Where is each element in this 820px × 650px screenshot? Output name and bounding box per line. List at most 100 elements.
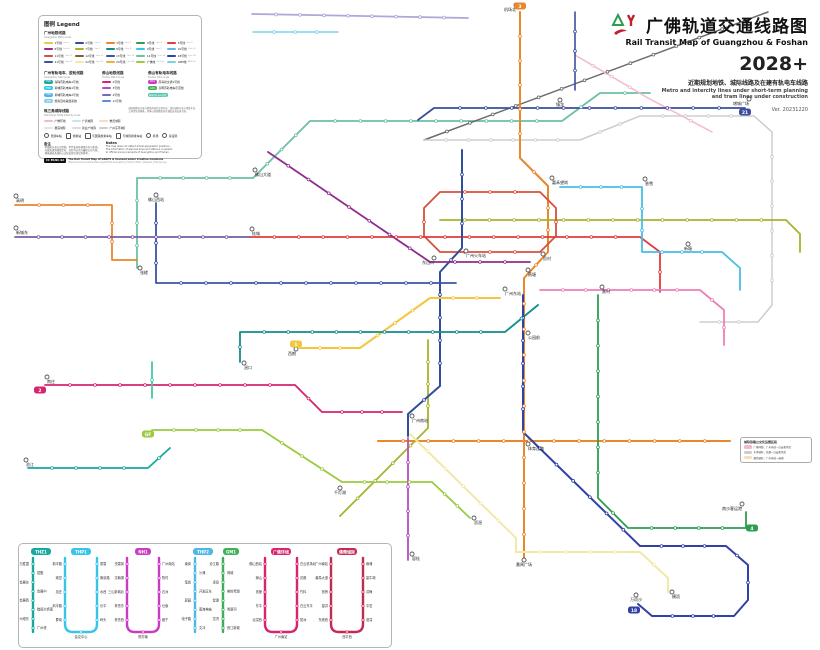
- legend-line-label-en: Line 14: [157, 54, 165, 57]
- station-dot: [408, 119, 413, 123]
- station-label: 万顷沙: [630, 596, 642, 602]
- legend-line-swatch: THP1: [44, 86, 53, 91]
- station-dot: [135, 243, 139, 248]
- station-dot: [154, 241, 158, 245]
- strip-station-dot: [263, 576, 267, 580]
- license-url[interactable]: https://commons.wikimedia.org/wiki/File:…: [68, 160, 167, 164]
- page-title: 广佛轨道交通线路图: [646, 17, 808, 37]
- strip-station-label: 东平: [256, 603, 263, 608]
- station-label: 增城广场: [733, 100, 749, 106]
- legend-entry: 广佛环线: [44, 118, 70, 125]
- station-label: 新塘: [684, 245, 692, 251]
- legend-line-swatch: [102, 80, 111, 83]
- station-dot: [635, 218, 640, 222]
- station-dot: [346, 13, 350, 18]
- strip-station-label: 夏园: [185, 598, 191, 603]
- legend-entry: 穗深城际: [44, 125, 70, 132]
- strip-line-u: [63, 556, 99, 634]
- station-dot: [611, 511, 615, 515]
- legend-title: 图例 Legend: [44, 22, 80, 28]
- strip-line-badge-label: 佛莞城际: [338, 549, 355, 555]
- station-dot: [516, 235, 520, 239]
- station-symbol-icon: [115, 133, 122, 139]
- legend-line-label-en: Line 21: [65, 61, 73, 64]
- station-dot: [36, 235, 41, 239]
- note-line-en: The information of planned lines and sta…: [105, 148, 173, 152]
- legend-section-title: 佛山有轨电车线路: [148, 70, 177, 75]
- station-dot: [74, 466, 78, 470]
- station-dot: [561, 218, 566, 222]
- strip-station-label: 万胜围: [19, 561, 29, 566]
- station-dot: [596, 445, 600, 450]
- note-line: ·本图按示意方式绘制，不代表实际地理方位与距离。: [44, 146, 100, 149]
- interchange-station-marker: [525, 330, 531, 336]
- station-dot: [588, 495, 592, 499]
- legend-section-subtitle: Guangzhou Metro Lines: [44, 35, 72, 39]
- station-dot: [430, 330, 435, 334]
- strip-station-label: 林岳西: [114, 617, 124, 622]
- station-dot: [394, 235, 399, 239]
- interchange-station-marker: [337, 485, 343, 491]
- station-dot: [522, 532, 526, 537]
- strip-line-badge: [135, 548, 151, 555]
- strip-station-dot: [125, 618, 129, 622]
- station-dot: [61, 203, 66, 207]
- legend-section-title: 珠三角城际线路: [44, 109, 70, 113]
- strip-station-dot: [31, 589, 35, 593]
- legend-line-swatch: [74, 48, 84, 51]
- legend-line-label: 10号线: [177, 47, 187, 52]
- strip-station-label: 花都: [300, 575, 307, 580]
- strip-station-label: 文翰湖: [114, 575, 124, 580]
- station-dot: [522, 378, 526, 383]
- station-dot: [154, 221, 158, 225]
- station-dot: [358, 119, 363, 123]
- station-dot: [85, 203, 90, 207]
- station-dot: [479, 330, 483, 334]
- strip-station-label: 岭头: [100, 617, 107, 622]
- strip-station-label: 富湾: [213, 616, 220, 621]
- station-dot: [674, 44, 679, 48]
- legend-line-label-en: GF Line: [156, 61, 165, 64]
- strip-line-badge: [337, 548, 357, 555]
- station-dot: [150, 378, 154, 382]
- interchange-station-marker: [431, 255, 437, 261]
- station-dot: [743, 18, 747, 23]
- intercity-info-rows: 广佛环线：广州南站—白云机场北东环城际：花都—白云机场北佛莞城际：广州南站—麻涌: [744, 445, 808, 460]
- station-dot: [710, 218, 714, 222]
- legend-line-label: 24号线: [116, 60, 126, 65]
- legend-line-swatch: [44, 48, 53, 51]
- line-line-13-navy: [155, 202, 457, 284]
- strip-station-dot: [157, 590, 161, 594]
- station-dot: [660, 114, 665, 118]
- station-dot: [478, 501, 483, 506]
- station-dot: [380, 410, 384, 414]
- station-label: 黄村: [602, 288, 610, 294]
- strip-line-badge-label: THP2: [197, 550, 209, 555]
- subtitle-en: Metro and intercity lines under short-te…: [661, 88, 808, 101]
- strip-station-dot: [95, 618, 99, 622]
- interchange-station-marker: [521, 557, 527, 563]
- interchange-station-marker: [540, 251, 546, 257]
- station-dot: [216, 428, 220, 432]
- station-dot: [429, 281, 433, 285]
- interchange-station-marker: [669, 589, 675, 595]
- strip-line-badge: [193, 548, 213, 555]
- station-dot: [577, 439, 581, 443]
- strip-station-dot: [295, 590, 299, 594]
- note-line-en: to official announcements of Guangzhou a…: [105, 151, 170, 155]
- station-label: 沧江: [26, 461, 34, 467]
- strip-station-label: 广州南站: [162, 561, 176, 566]
- station-dot: [438, 361, 442, 366]
- station-symbol-label: 换乘站: [72, 133, 82, 138]
- station-dot: [513, 190, 517, 194]
- station-dot: [619, 185, 624, 189]
- station-dot: [573, 68, 577, 73]
- station-dot: [546, 206, 550, 210]
- strip-station-dot: [221, 589, 225, 593]
- tram-strips-canvas: THZ1万胜围琶醍会展东会展中会展西猎德大桥南广州塔东广州塔THP1新丰路姬堂加…: [16, 548, 376, 639]
- strip-station-label: 笔岗: [185, 579, 191, 584]
- station-dot: [367, 218, 372, 223]
